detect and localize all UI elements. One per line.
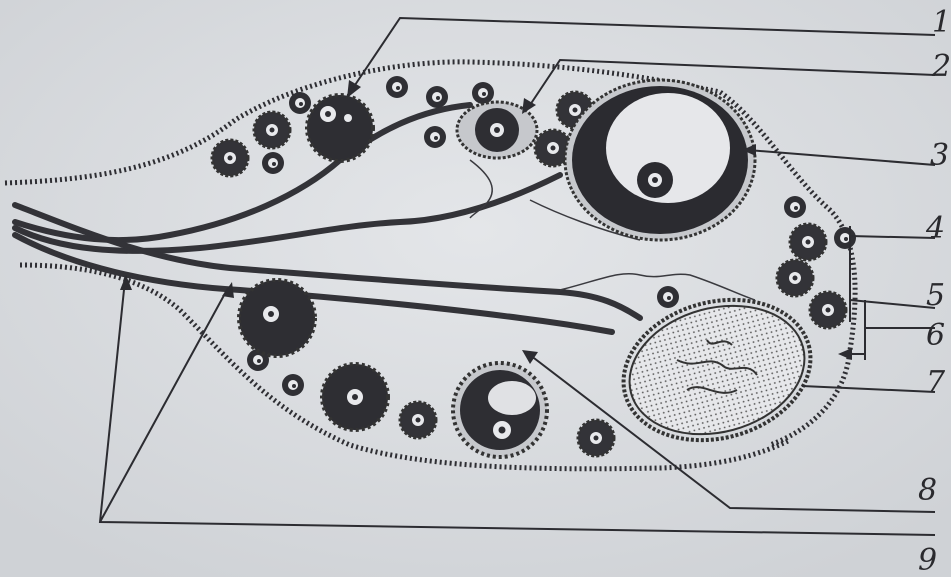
follicle — [834, 227, 856, 249]
follicle — [578, 420, 614, 456]
label-3: 3 — [930, 138, 949, 173]
follicle — [289, 92, 311, 114]
follicle — [400, 402, 436, 438]
follicle — [386, 76, 408, 98]
follicle — [657, 286, 679, 308]
follicle — [426, 86, 448, 108]
follicle — [472, 82, 494, 104]
follicle-1 — [307, 95, 373, 161]
label-4: 4 — [925, 211, 945, 246]
follicle — [239, 280, 315, 356]
follicle — [790, 224, 826, 260]
label-8: 8 — [918, 473, 937, 508]
follicle — [212, 140, 248, 176]
follicle — [784, 196, 806, 218]
label-5: 5 — [926, 278, 945, 313]
follicle — [254, 112, 290, 148]
label-9: 9 — [918, 543, 937, 577]
label-6: 6 — [926, 318, 945, 353]
follicle — [453, 363, 547, 457]
label-2: 2 — [931, 49, 951, 84]
label-7: 7 — [926, 365, 946, 400]
label-1: 1 — [932, 5, 951, 40]
mature-follicle — [565, 80, 755, 240]
follicle — [282, 374, 304, 396]
follicle — [810, 292, 846, 328]
follicle — [322, 364, 388, 430]
follicle — [777, 260, 813, 296]
follicle — [424, 126, 446, 148]
follicle — [262, 152, 284, 174]
